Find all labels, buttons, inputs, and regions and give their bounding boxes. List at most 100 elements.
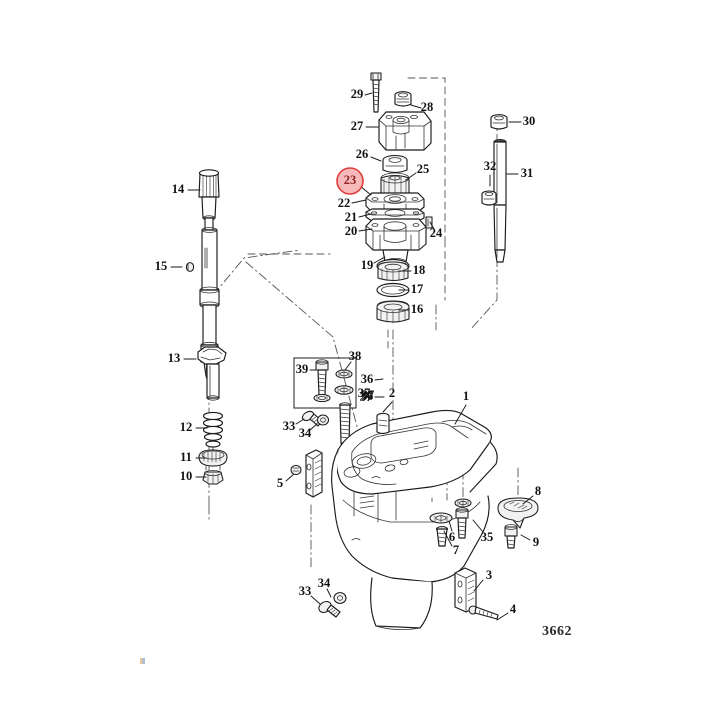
callout-label-8: 8 <box>535 484 541 498</box>
anode-plate <box>305 449 323 498</box>
callout-36[interactable]: 36 <box>361 389 374 403</box>
anode-lower-group <box>454 567 499 620</box>
callout-37[interactable]: 37 <box>362 388 375 402</box>
callout-12[interactable]: 12 <box>180 420 193 434</box>
callout-leader-28 <box>410 104 422 109</box>
callout-25[interactable]: 25 <box>417 162 430 176</box>
callout-18[interactable]: 18 <box>413 263 426 277</box>
callout-1[interactable]: 1 <box>463 389 469 403</box>
callout-30[interactable]: 30 <box>523 114 536 128</box>
callout-16[interactable]: 16 <box>411 302 424 316</box>
callout-34[interactable]: 34 <box>299 426 312 440</box>
callout-15[interactable]: 15 <box>155 259 168 273</box>
callout-37[interactable]: 37 <box>360 390 373 404</box>
callout-label-39: 39 <box>296 362 309 376</box>
pump-base-housing <box>365 218 427 266</box>
callout-21[interactable]: 21 <box>345 210 358 224</box>
callout-label-26: 26 <box>356 147 369 161</box>
pump-gasket <box>365 208 425 222</box>
callout-label-37: 37 <box>360 390 373 404</box>
anode-plate-left <box>290 449 323 498</box>
callout-label-10: 10 <box>180 469 193 483</box>
callout-label-20: 20 <box>345 224 358 238</box>
callout-23-highlighted[interactable]: 23 <box>336 167 364 195</box>
pump-cover-bolt <box>370 72 382 113</box>
pump-face-plate <box>365 192 425 213</box>
callout-38[interactable]: 38 <box>349 349 362 363</box>
washer-34-upper <box>316 414 330 426</box>
trim-tab-anode-8 <box>497 497 539 529</box>
callout-13[interactable]: 13 <box>168 351 181 365</box>
callout-label-5: 5 <box>277 476 283 490</box>
callout-22[interactable]: 22 <box>338 196 351 210</box>
water-pump-cover <box>378 111 432 151</box>
water-tube-grommet <box>481 190 497 206</box>
callout-27[interactable]: 27 <box>351 119 364 133</box>
callout-leader-38 <box>344 361 352 371</box>
callout-28[interactable]: 28 <box>421 100 434 114</box>
callout-17[interactable]: 17 <box>411 282 424 296</box>
inset-washer <box>313 393 331 403</box>
screw-33-lower <box>318 601 341 618</box>
callout-33[interactable]: 33 <box>283 419 296 433</box>
callout-24[interactable]: 24 <box>430 226 443 240</box>
callout-19[interactable]: 19 <box>361 258 374 272</box>
callout-11[interactable]: 11 <box>180 450 192 464</box>
fastener-group-lower-right <box>429 497 539 549</box>
callout-leader-29 <box>364 92 373 96</box>
callout-label-34: 34 <box>318 576 331 590</box>
callout-leader-33 <box>310 595 321 605</box>
callout-label-12: 12 <box>180 420 193 434</box>
callout-leader-1 <box>454 404 467 425</box>
callout-31[interactable]: 31 <box>521 166 534 180</box>
callout-39[interactable]: 39 <box>296 362 309 376</box>
washer-34-lower <box>333 592 347 604</box>
callout-label-32: 32 <box>484 159 497 173</box>
callout-label-35: 35 <box>481 530 494 544</box>
callout-20[interactable]: 20 <box>345 224 358 238</box>
watermark-speck <box>140 658 145 664</box>
callout-leader-8 <box>522 495 534 505</box>
callout-leader-4 <box>496 612 509 621</box>
callout-6[interactable]: 6 <box>449 530 455 544</box>
callout-5[interactable]: 5 <box>277 476 283 490</box>
callout-14[interactable]: 14 <box>172 182 185 196</box>
pinion-gear-nut-assembly <box>197 346 228 485</box>
callout-33[interactable]: 33 <box>299 584 312 598</box>
screw-7 <box>435 526 449 547</box>
callout-26[interactable]: 26 <box>356 147 369 161</box>
callout-leader-19 <box>373 256 386 264</box>
callout-2[interactable]: 2 <box>389 386 395 400</box>
callout-35[interactable]: 35 <box>481 530 494 544</box>
callout-label-22: 22 <box>338 196 351 210</box>
callout-8[interactable]: 8 <box>535 484 541 498</box>
callout-leader-2 <box>382 401 393 413</box>
inset-bolt <box>315 359 329 396</box>
callout-32[interactable]: 32 <box>484 159 497 173</box>
callout-leader-35 <box>472 519 484 533</box>
callout-4[interactable]: 4 <box>510 602 517 616</box>
callout-10[interactable]: 10 <box>180 469 193 483</box>
callout-label-37: 37 <box>362 388 375 402</box>
callout-leader-21 <box>358 213 372 218</box>
callout-label-7: 7 <box>453 543 459 557</box>
bolt-4 <box>468 605 499 620</box>
callout-leader-3 <box>473 579 484 592</box>
callout-leader-6 <box>448 520 453 532</box>
callout-7[interactable]: 7 <box>453 543 459 557</box>
washer-35b <box>429 512 453 524</box>
callout-leader-7 <box>443 530 453 547</box>
callout-9[interactable]: 9 <box>533 535 539 549</box>
callout-29[interactable]: 29 <box>351 87 364 101</box>
callout-label-36: 36 <box>361 389 374 403</box>
callout-3[interactable]: 3 <box>486 568 492 582</box>
coil-spring <box>202 411 224 453</box>
callout-34[interactable]: 34 <box>318 576 331 590</box>
callout-36[interactable]: 36 <box>361 372 374 386</box>
callout-label-18: 18 <box>413 263 426 277</box>
water-tube <box>493 138 507 263</box>
callout-label-14: 14 <box>172 182 185 196</box>
inset-detail-box <box>293 357 357 409</box>
callout-label-27: 27 <box>351 119 364 133</box>
